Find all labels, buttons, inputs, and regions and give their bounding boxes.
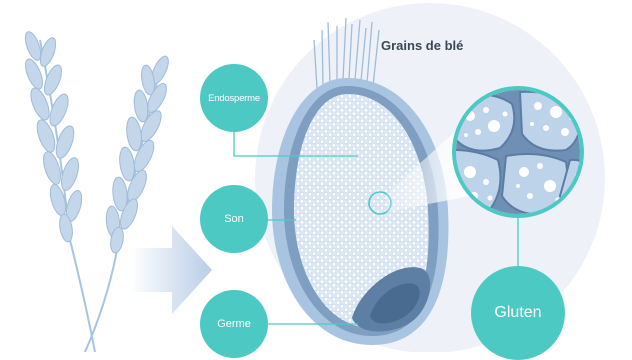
arrow-right-icon: [130, 226, 212, 314]
wheat-stalk-icon: [22, 30, 172, 352]
diagram-canvas: [0, 0, 632, 352]
wheat-grain-diagram: Grains de blé Endosperme Son Germe Glute…: [0, 0, 632, 352]
